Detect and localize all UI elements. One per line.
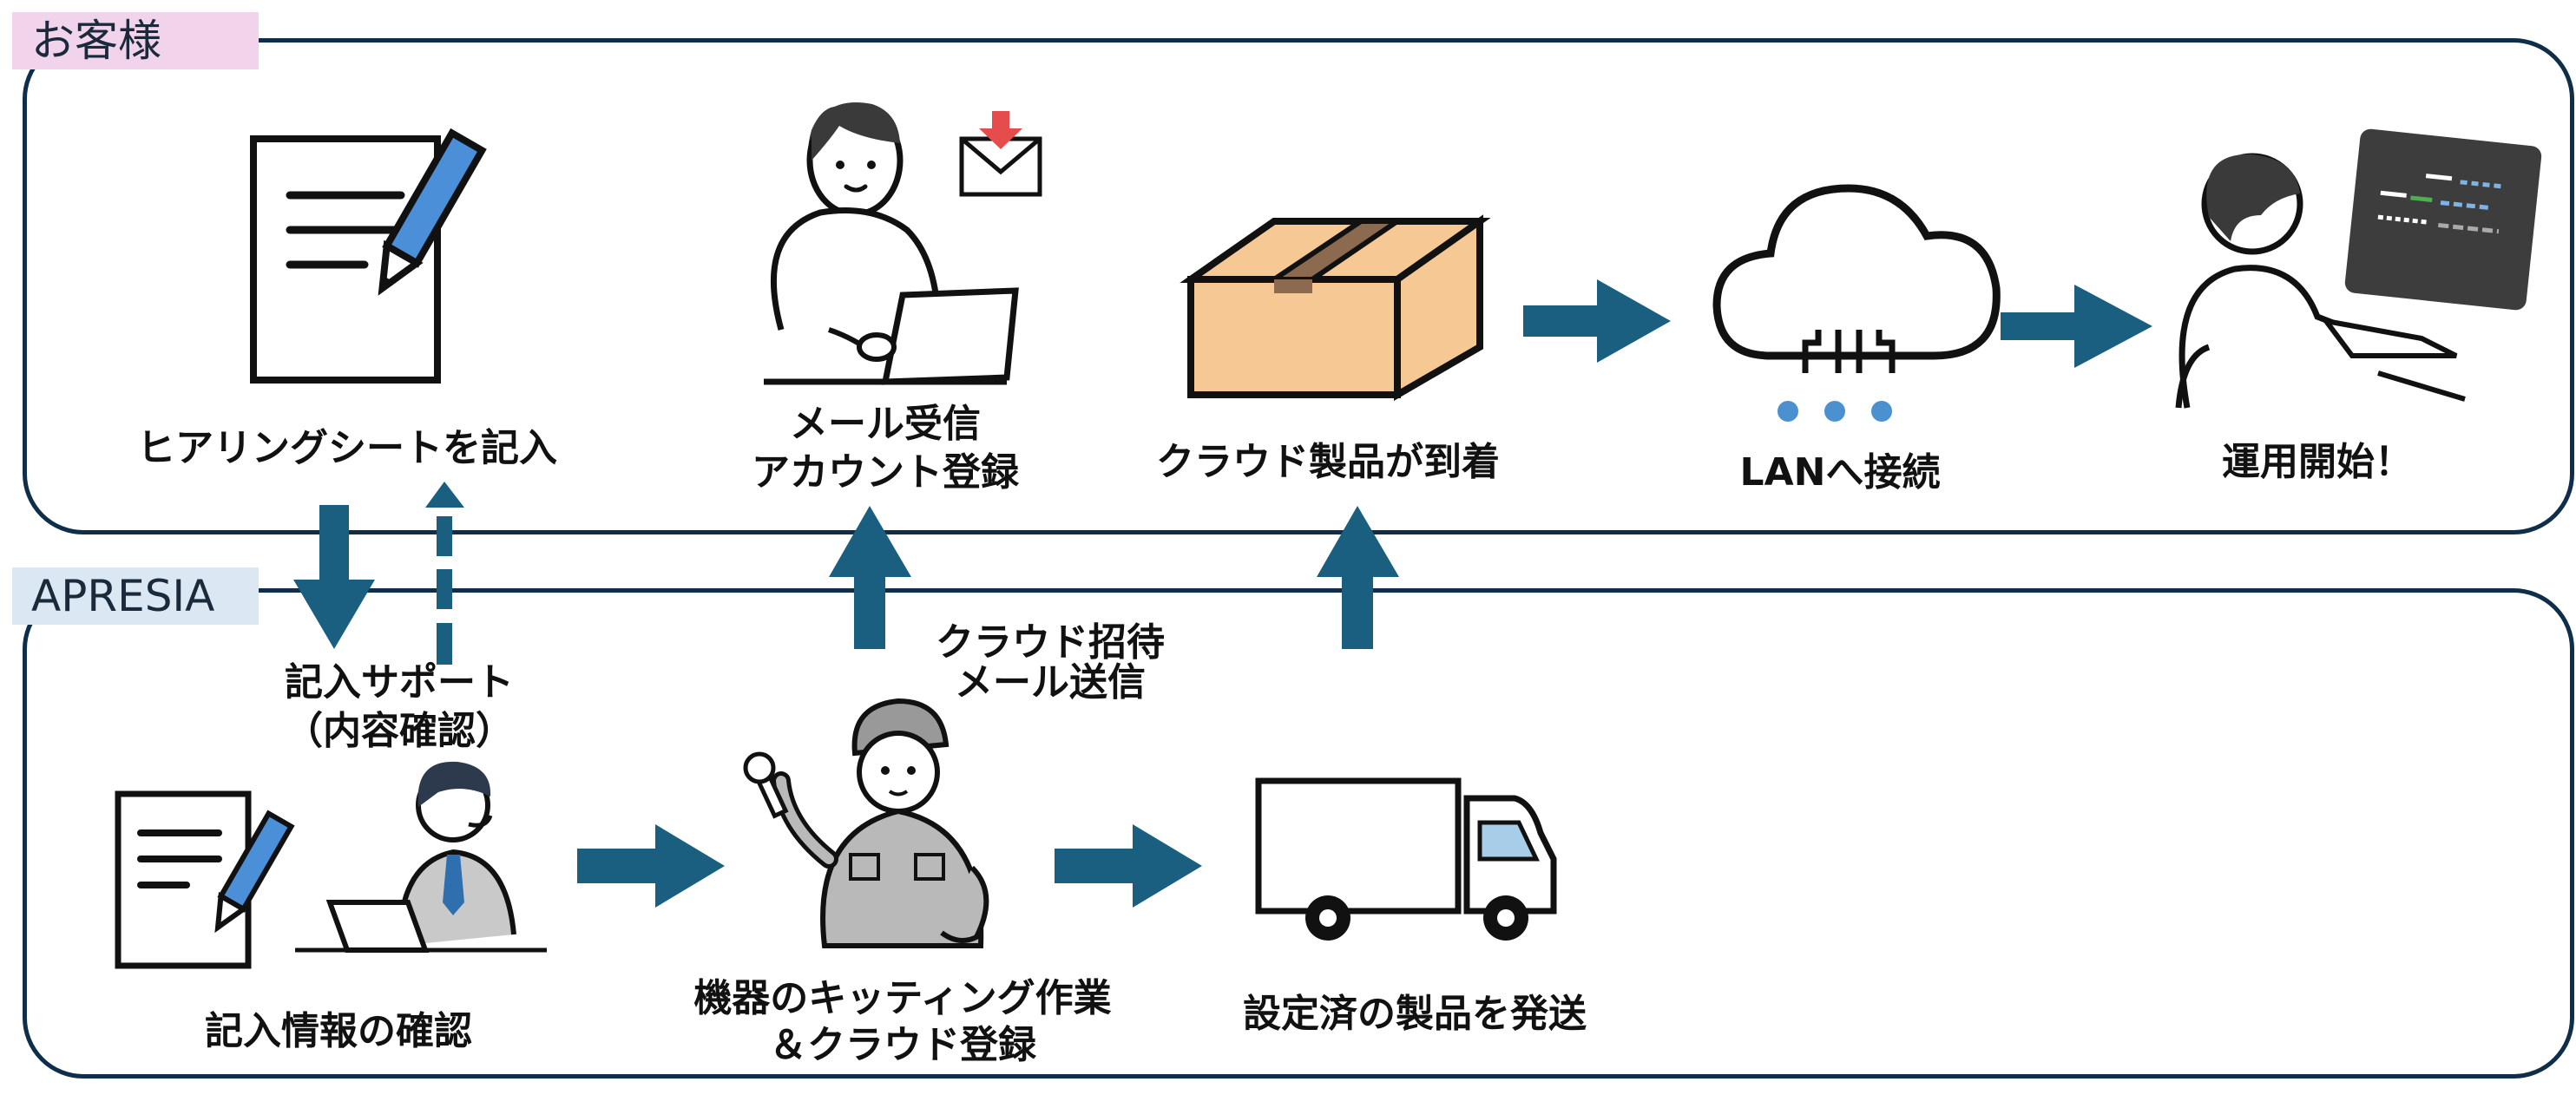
arrow-cloud-to-start	[2001, 285, 2152, 368]
step-arrival-label: クラウド製品が到着	[1156, 440, 1500, 484]
support-operator-headset-icon	[295, 761, 547, 953]
confirm-document-icon	[115, 790, 295, 969]
wrench-icon	[743, 751, 789, 819]
cloud-network-icon	[1712, 184, 2001, 422]
step-kitting-label-line1: 機器のキッティング作業	[693, 976, 1112, 1020]
step-lan-label: LANへ接続	[1739, 450, 1941, 495]
person-laptop-icon	[764, 102, 1042, 385]
arrow-box-to-cloud	[1523, 279, 1671, 363]
step-kitting-label-line2: ＆クラウド登録	[769, 1023, 1036, 1067]
delivery-truck-icon	[1255, 777, 1557, 941]
mail-download-icon	[959, 111, 1042, 197]
pen-icon	[378, 128, 487, 296]
cardboard-box-icon	[1180, 214, 1491, 401]
customer-lane-tag: お客様	[12, 12, 259, 69]
kitting-worker-icon	[743, 698, 989, 948]
arrow-down-support	[293, 505, 375, 649]
hearing-sheet-document-icon	[250, 128, 487, 384]
invite-label-line2: メール送信	[955, 660, 1146, 705]
operator-monitor-icon	[2175, 128, 2542, 409]
arrow-confirm-to-kitting	[577, 824, 725, 908]
step-confirm-label: 記入情報の確認	[205, 1009, 472, 1053]
arrow-up-support-dashed	[425, 482, 464, 665]
step-start-label: 運用開始！	[2222, 440, 2413, 484]
apresia-lane-tag: APRESIA	[12, 567, 259, 625]
support-label-line2: （内容確認）	[285, 709, 514, 753]
step-ship-label: 設定済の製品を発送	[1243, 992, 1587, 1036]
arrow-kitting-to-ship	[1055, 824, 1202, 908]
step-mail-label-line2: アカウント登録	[752, 450, 1019, 495]
step-hearing-sheet-label: ヒアリングシートを記入	[137, 426, 557, 470]
arrow-up-invite	[829, 506, 911, 649]
support-label-line1: 記入サポート	[285, 660, 514, 705]
arrow-up-ship	[1317, 506, 1399, 649]
step-mail-label-line1: メール受信	[790, 402, 981, 446]
invite-label-line1: クラウド招待	[936, 620, 1165, 665]
